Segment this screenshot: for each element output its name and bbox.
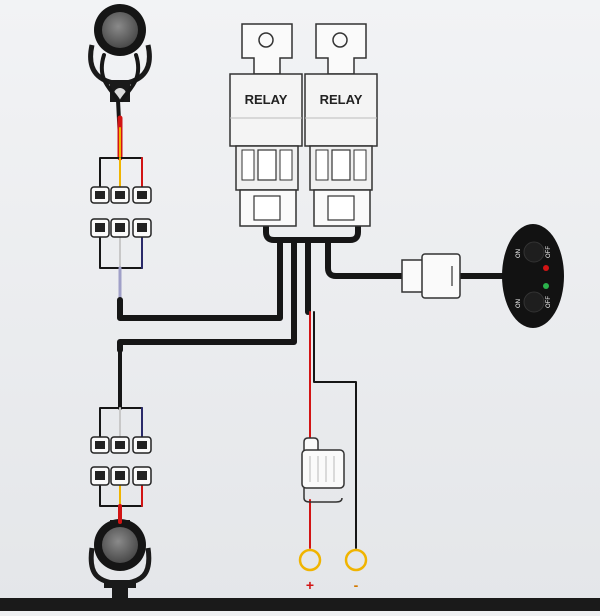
bottom-connector-block bbox=[90, 436, 152, 486]
main-trunk-wires bbox=[117, 223, 513, 549]
rocker-switch[interactable]: ON OFF ON OFF bbox=[502, 224, 564, 328]
green-indicator-led bbox=[543, 283, 549, 289]
top-connector-block bbox=[90, 186, 152, 238]
bottom-light-lamp bbox=[88, 519, 152, 598]
connector-pin bbox=[90, 466, 110, 486]
switch-bottom-on-label: ON bbox=[516, 299, 522, 308]
relay-label: RELAY bbox=[320, 92, 363, 107]
red-indicator-led bbox=[543, 265, 549, 271]
relay-right: RELAY bbox=[304, 23, 378, 227]
connector-pin bbox=[90, 218, 110, 238]
bottom-bar bbox=[0, 598, 600, 611]
negative-label: - bbox=[354, 577, 359, 593]
switch-button-top[interactable] bbox=[523, 241, 545, 263]
switch-top-on-label: ON bbox=[516, 249, 522, 258]
fuse-holder bbox=[301, 437, 345, 503]
connector-pin bbox=[110, 466, 130, 486]
switch-button-bottom[interactable] bbox=[523, 291, 545, 313]
connector-pin bbox=[132, 218, 152, 238]
connector-pin bbox=[132, 436, 152, 454]
top-lamp-harness bbox=[99, 53, 143, 302]
connector-pin bbox=[110, 186, 130, 204]
negative-ring-terminal: - bbox=[344, 548, 368, 593]
connector-pin bbox=[90, 186, 110, 204]
relay-left: RELAY bbox=[229, 23, 303, 227]
relay-label: RELAY bbox=[245, 92, 288, 107]
connector-pin bbox=[132, 466, 152, 486]
switch-top-off-label: OFF bbox=[546, 246, 552, 258]
switch-bottom-off-label: OFF bbox=[546, 296, 552, 308]
positive-ring-terminal: + bbox=[298, 548, 322, 593]
switch-connector-plug bbox=[401, 253, 461, 299]
connector-pin bbox=[110, 436, 130, 454]
connector-pin bbox=[110, 218, 130, 238]
connector-pin bbox=[90, 436, 110, 454]
bottom-lamp-harness bbox=[99, 343, 143, 524]
connector-pin bbox=[132, 186, 152, 204]
positive-label: + bbox=[306, 577, 314, 593]
